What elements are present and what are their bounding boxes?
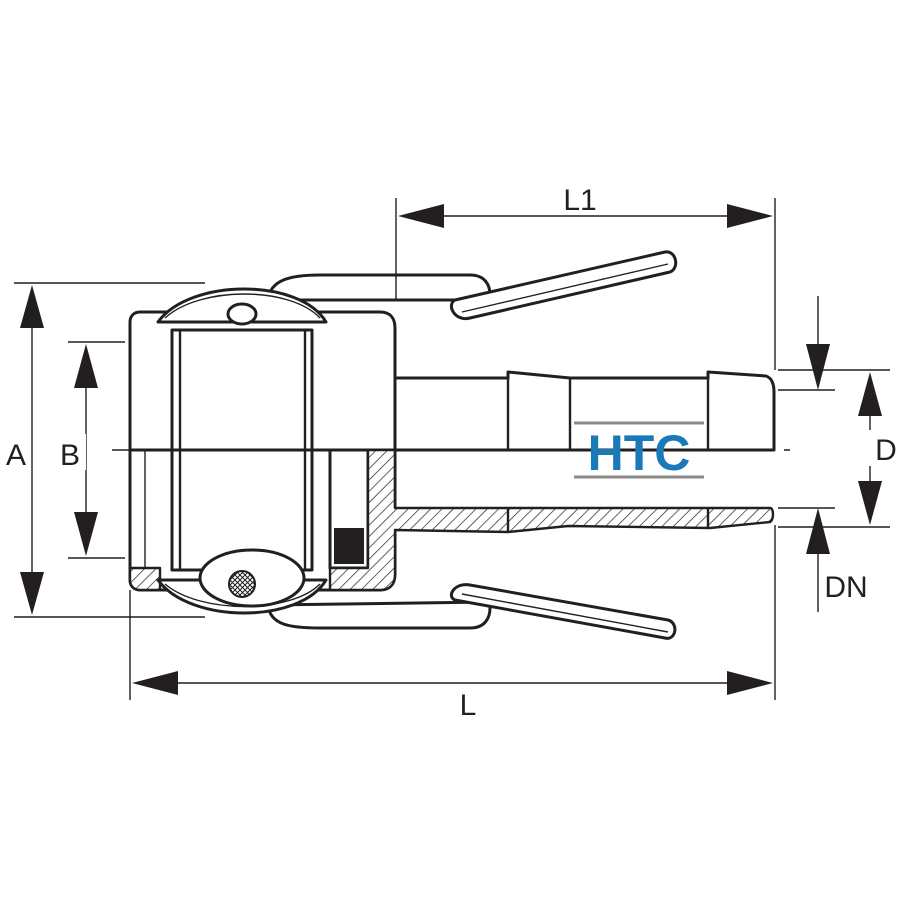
- label-b: B: [60, 439, 80, 472]
- dimension-l: L: [129, 525, 776, 722]
- upper-cam: [156, 287, 328, 326]
- lower-cam: [156, 548, 328, 615]
- hose-tail: [393, 370, 776, 452]
- cam-pin: [228, 570, 256, 598]
- logo-text: HTC: [588, 425, 691, 481]
- dimension-d: D: [778, 369, 900, 528]
- coupler-section-lower: [128, 448, 775, 592]
- label-l1: L1: [563, 184, 596, 217]
- lower-cam-lever: [266, 583, 677, 640]
- label-d: D: [875, 434, 897, 467]
- upper-cam-lever: [266, 250, 678, 321]
- dimension-l1: L1: [395, 184, 776, 370]
- dimension-b: B: [54, 341, 125, 559]
- htc-logo: HTC: [574, 421, 704, 481]
- coupler-body: [128, 310, 397, 452]
- dimension-dn: DN: [778, 296, 868, 612]
- label-l: L: [460, 689, 477, 722]
- label-dn: DN: [824, 571, 867, 604]
- label-a: A: [6, 439, 26, 472]
- dimension-a: A: [0, 282, 205, 618]
